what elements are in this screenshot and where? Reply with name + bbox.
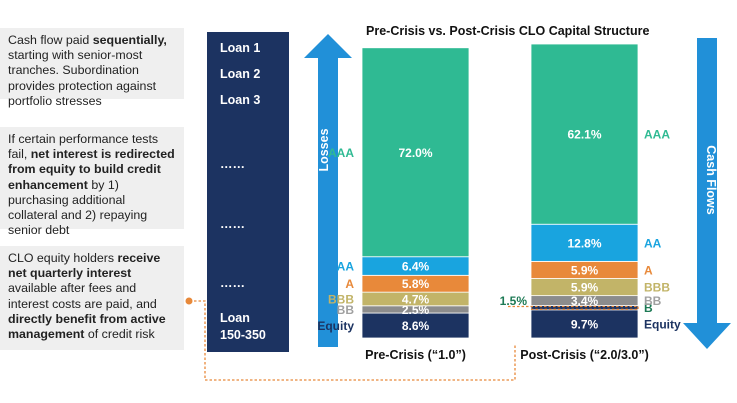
bar-value-label: 5.9% bbox=[571, 281, 599, 295]
chart-title: Pre-Crisis vs. Post-Crisis CLO Capital S… bbox=[366, 24, 650, 38]
tranche-label-left: BB bbox=[337, 303, 355, 317]
bar-value-label: 4.7% bbox=[402, 292, 430, 306]
note-text-segment: available after fees and interest costs … bbox=[8, 281, 157, 311]
loan-item: Loan 2 bbox=[220, 67, 261, 81]
tranche-label-right: BB bbox=[644, 294, 662, 308]
loan-item: Loan 3 bbox=[220, 93, 261, 107]
losses-arrow-label: Losses bbox=[317, 128, 331, 171]
bar-value-label: 3.4% bbox=[571, 294, 599, 308]
note-text-segment: sequentially, bbox=[92, 33, 167, 47]
bar-segment-aaa bbox=[530, 43, 639, 225]
bar-value-label: 72.0% bbox=[398, 146, 432, 160]
tranche-label-right: BBB bbox=[644, 281, 670, 295]
tranche-label-right: AA bbox=[644, 236, 662, 250]
equity-connector-dot bbox=[185, 297, 193, 305]
note-performance-tests: If certain performance tests fail, net i… bbox=[0, 127, 184, 237]
loan-item: 150-350 bbox=[220, 328, 266, 342]
bar-segment-aa bbox=[530, 223, 639, 262]
tranche-label-right: Equity bbox=[644, 317, 681, 331]
bar-value-label: 12.8% bbox=[567, 236, 601, 250]
cash-flows-arrow-label: Cash Flows bbox=[704, 145, 718, 215]
note-text-segment: of credit risk bbox=[84, 327, 155, 342]
bar-value-label: 8.6% bbox=[402, 319, 430, 333]
note-text-segment: receive net quarterly interest bbox=[8, 251, 161, 281]
loan-item: Loan bbox=[220, 311, 250, 325]
category-label: Pre-Crisis (“1.0”) bbox=[365, 348, 466, 362]
tranche-label-left: AA bbox=[337, 260, 355, 274]
tranche-label-left: Equity bbox=[317, 319, 354, 333]
bar-value-label: 9.7% bbox=[571, 317, 599, 331]
note-equity-holders: CLO equity holders receive net quarterly… bbox=[0, 246, 184, 350]
note-text-segment: If certain performance tests fail, bbox=[8, 132, 159, 162]
bar-segment-equity bbox=[361, 312, 470, 339]
tranche-label-left: BBB bbox=[328, 292, 354, 306]
loan-item: …… bbox=[220, 276, 245, 290]
bar-segment-equity bbox=[530, 309, 639, 339]
note-text-segment: directly benefit from active management bbox=[8, 311, 166, 342]
note-text-segment: by 1) purchasing additional collateral a… bbox=[8, 177, 148, 238]
bar-value-label: 2.5% bbox=[402, 303, 430, 317]
note-text-segment: Cash flow paid bbox=[8, 33, 93, 47]
loan-portfolio-panel: Loan 1 Loan 2 Loan 3 …… …… …… Loan 150-350 bbox=[207, 32, 289, 352]
note-text-segment: CLO equity holders bbox=[8, 251, 118, 265]
note-sequential-cashflow: Cash flow paid sequentially, starting wi… bbox=[0, 28, 184, 108]
tranche-label-right: A bbox=[644, 263, 653, 277]
loan-item: …… bbox=[220, 217, 245, 231]
note-text-segment: starting with senior-most tranches. Subo… bbox=[8, 48, 157, 108]
equity-connector-line bbox=[194, 300, 516, 381]
bar-value-label: 6.4% bbox=[402, 260, 430, 274]
bar-segment-aaa bbox=[361, 47, 470, 258]
loan-item: Loan 1 bbox=[220, 41, 261, 55]
bar-value-label: 5.9% bbox=[571, 263, 599, 277]
losses-arrow bbox=[304, 34, 352, 347]
note-text-segment: net interest is redirected from equity t… bbox=[8, 147, 175, 192]
bar-value-label: 62.1% bbox=[567, 128, 601, 142]
tranche-label-right: B bbox=[644, 301, 653, 315]
category-label: Post-Crisis (“2.0/3.0”) bbox=[520, 348, 649, 362]
bar-value-label: 5.8% bbox=[402, 277, 430, 291]
b-tranche-annotation: 1.5% bbox=[500, 294, 528, 308]
tranche-label-right: AAA bbox=[644, 128, 670, 142]
tranche-label-left: AAA bbox=[328, 146, 354, 160]
loan-item: …… bbox=[220, 157, 245, 171]
cash-flows-arrow bbox=[683, 38, 731, 349]
tranche-label-left: A bbox=[345, 277, 354, 291]
